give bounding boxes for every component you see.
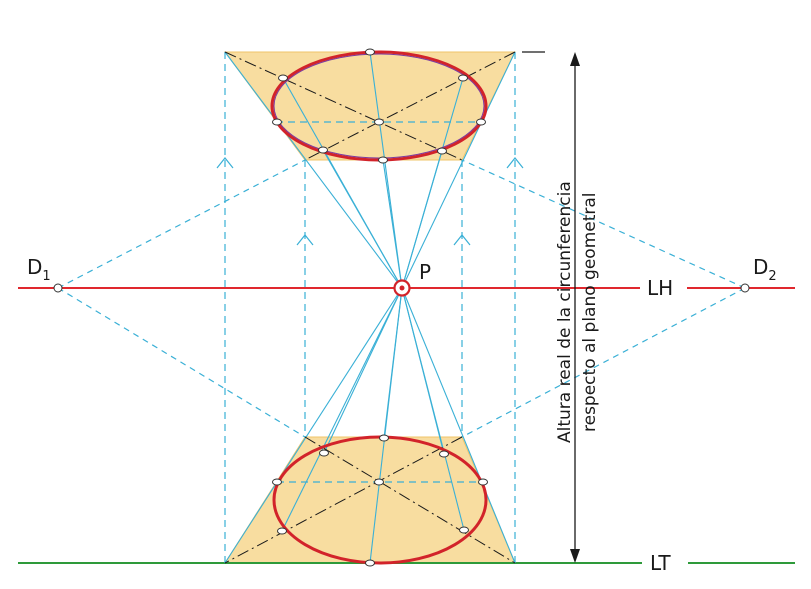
construction-points xyxy=(272,48,488,567)
arrow-marks xyxy=(216,157,524,246)
label-d2: D2 xyxy=(753,255,777,284)
distance-point-d1 xyxy=(53,283,63,293)
vanishing-lines xyxy=(224,51,516,564)
height-label-line2: respecto al plano geometral xyxy=(580,192,600,432)
distance-point-lines xyxy=(57,159,746,438)
label-lh: LH xyxy=(647,276,673,300)
height-label-line1: Altura real de la circunferencia xyxy=(555,181,575,443)
distance-point-d2 xyxy=(740,283,750,293)
square-diagonals xyxy=(224,51,516,564)
height-dimension xyxy=(522,51,580,563)
label-p: P xyxy=(419,260,431,284)
label-d1: D1 xyxy=(27,255,51,284)
label-lt: LT xyxy=(650,551,671,575)
principal-point xyxy=(393,279,411,297)
